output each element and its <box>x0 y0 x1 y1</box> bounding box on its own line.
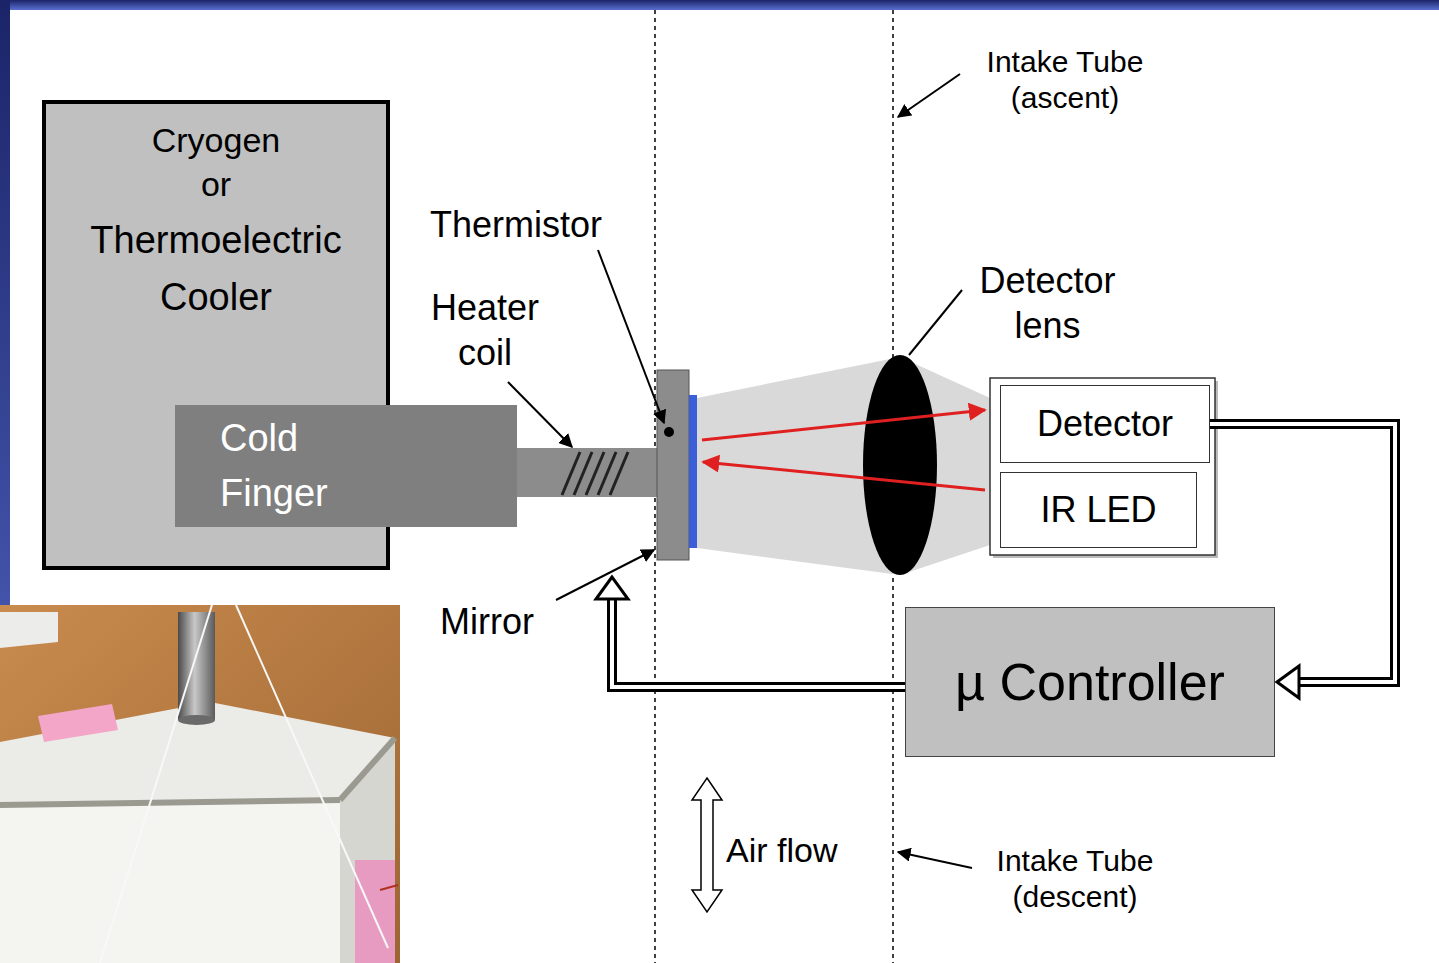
metal-cylinder <box>178 612 215 720</box>
foam-box-side <box>340 738 395 963</box>
pink-foam <box>38 704 118 742</box>
leader-line <box>909 290 962 355</box>
light-cone <box>697 357 990 575</box>
part-label: Thermistor <box>430 203 602 246</box>
arrow-head <box>1277 666 1299 698</box>
node-text: IR LED <box>1040 488 1156 531</box>
detector-lens <box>863 355 937 575</box>
mirror-plate <box>657 370 689 560</box>
thermistor-dot <box>664 427 674 437</box>
part-label: Mirror <box>440 600 534 643</box>
node-text: µ Controller <box>955 651 1225 713</box>
wire <box>380 885 398 890</box>
heater-coil <box>562 452 628 495</box>
photo-background <box>0 605 400 963</box>
cold-finger-block: Cold Finger <box>175 405 517 527</box>
ir-beam <box>702 410 985 440</box>
leader-line <box>898 74 960 117</box>
node-text: Detector <box>1037 402 1173 445</box>
slide-frame <box>0 0 1439 10</box>
heater-coil <box>610 452 628 495</box>
foam-block <box>0 612 58 648</box>
led-box: IR LED <box>1000 472 1197 548</box>
string <box>100 605 212 963</box>
foam-box-front <box>0 800 340 963</box>
leader-line <box>898 852 972 868</box>
part-label: Intake Tube (ascent) <box>965 44 1165 116</box>
cold-finger-rod <box>515 448 660 497</box>
node-text: Thermoelectric Cooler <box>46 212 386 326</box>
part-label: Air flow <box>726 830 837 871</box>
part-label: Heater coil <box>415 285 555 375</box>
string <box>236 605 388 948</box>
payload-photo <box>0 605 400 963</box>
mirror-surface <box>689 395 697 548</box>
metal-cylinder <box>178 715 215 725</box>
heater-control-arrow <box>612 597 907 687</box>
tape <box>0 800 340 805</box>
detector-housing <box>990 378 1215 555</box>
pink-foam <box>355 860 395 963</box>
node-text: Cryogen or <box>141 118 291 206</box>
node-text: Cold Finger <box>220 411 350 521</box>
heater-control-arrow <box>612 599 905 687</box>
controller-box: µ Controller <box>905 607 1275 757</box>
detector-box: Detector <box>1000 385 1210 463</box>
leader-line <box>556 550 654 600</box>
foam-box-top <box>0 702 395 805</box>
heater-control-arrow <box>596 577 907 687</box>
leader-line <box>598 250 664 423</box>
heater-control-arrow <box>596 577 628 599</box>
leader-line <box>508 382 572 447</box>
airflow-arrow <box>692 778 722 912</box>
ir-beam <box>703 462 985 490</box>
part-label: Detector lens <box>960 258 1135 348</box>
tape <box>340 738 395 800</box>
part-label: Intake Tube (descent) <box>975 843 1175 915</box>
